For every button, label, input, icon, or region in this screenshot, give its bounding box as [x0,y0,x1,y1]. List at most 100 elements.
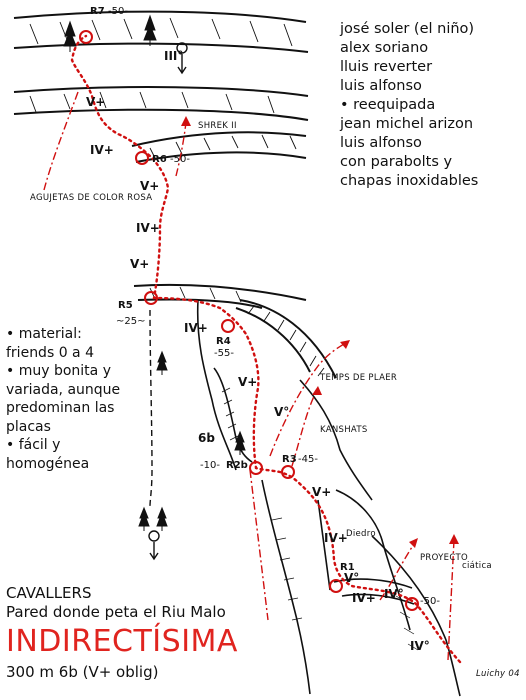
rock-base [371,535,461,697]
rock-lower-block [261,479,311,695]
rock-left-edge [196,299,237,471]
main-route [70,34,462,664]
r5-ledge-upper [133,283,307,301]
relay-r1-marker [329,579,343,593]
credit-line: josé soler (el niño) [340,21,475,37]
tree-r2 [234,430,246,455]
hatch-r5 [149,286,242,303]
grade-11: V° [344,571,359,585]
tree-r5 [156,350,168,375]
route-labels: SHREK II AGUJETAS DE COLOR ROSA TEMPS DE… [30,121,519,679]
rock-shading [221,387,419,651]
credit-line: alex soriano [340,40,429,56]
credit-line: lluis reverter [340,59,433,75]
route-notes: • material: friends 0 a 4 • muy bonita y… [6,325,156,473]
relay-r5-marker [144,291,158,305]
ledge-hatching [29,17,325,377]
relay-r4-marker [221,319,235,333]
roof-underside [235,307,311,373]
hatch-roof [247,305,325,377]
sector-name: CAVALLERS [6,584,92,602]
descent-ring-top [176,42,188,54]
route-title: INDIRECTÍSIMA [6,624,238,659]
tree-top-mid [143,14,157,46]
relay-markers [79,30,419,611]
relay-r2b-length: -10- [200,460,220,471]
wall-name: Pared donde peta el Riu Malo [6,603,226,621]
grade-2: IV+ [90,143,114,157]
grade-12: IV+ [352,591,376,605]
grade-8: V° [274,405,289,419]
top-ledge-lower [13,42,309,53]
route-lower-left [249,469,269,621]
grade-6: IV+ [184,321,208,335]
descent-arrow-top [177,54,187,75]
grade-15: III° [164,49,183,63]
rock-pillar [213,367,253,463]
shade-right [395,595,419,651]
big-roof [239,299,337,379]
relay-r4-name: R4 [216,336,231,347]
relay-r2b-name: R2b [226,460,248,471]
grade-16: 6b [198,431,215,445]
relay-r3-name: R3 [282,454,297,465]
tree-bottom-left [138,506,150,531]
label-temps: TEMPS DE PLAER [319,373,397,383]
hatch-top [29,17,293,47]
label-diedro: Diedro [346,529,376,539]
rock-r1-ledge [333,578,413,589]
descent-arrow-bottom [149,542,159,561]
relay-r1b-marker [405,597,419,611]
arrow-ciatica [449,534,459,544]
relay-r3-marker [281,465,295,479]
note-line: homogénea [6,455,90,472]
rock-r1-underside [341,593,415,605]
hatch-r6 [149,134,297,161]
credit-line: con parabolts y [340,154,453,170]
route-shrek-ii [175,121,187,177]
route-kanshats [291,391,317,467]
r6-ledge-lower [135,151,307,163]
rock-outlines [196,299,461,697]
note-line: friends 0 a 4 [6,344,94,361]
descent-ring-bottom [148,530,160,542]
relay-r6-name: R6 [152,154,167,165]
route-caption: CAVALLERS Pared donde peta el Riu Malo I… [6,584,326,682]
arrow-temps [340,340,350,349]
grade-1: V+ [86,95,105,109]
rock-lower-right [335,489,411,631]
relay-r4-length: -55- [214,348,234,359]
r6-ledge-upper [131,131,307,147]
credit-line: chapas inoxidables [340,173,479,189]
descent-path-left [149,309,153,507]
relay-r6-marker [135,151,149,165]
relay-r1-name: R1 [340,562,355,573]
shade-lower [271,517,303,621]
relay-r7-length: -50- [108,6,128,17]
grade-14: IV° [410,639,430,653]
route-agujetas [43,91,79,191]
credit-line: jean michel arizon [340,116,474,132]
grade-9: V+ [312,485,331,499]
arrow-shrek-ii [181,116,191,126]
note-line: placas [6,418,51,435]
relay-r7-name: R7 [90,6,105,17]
hatch-second [29,91,275,114]
grade-7: V+ [238,375,257,389]
trees [63,14,246,531]
grade-5: V+ [130,257,149,271]
note-line: predominan las [6,400,115,416]
relay-r1-length: -50- [420,596,440,607]
relay-labels: R7 -50- R6 -50- R5 ~25~ R4 -55- R3 -45- … [90,6,440,607]
grade-4: IV+ [136,221,160,235]
neighbor-arrowheads [181,116,459,548]
label-shrek-ii: SHREK II [198,121,237,131]
top-ledge-upper [13,10,307,23]
tree-top-left [63,20,77,52]
descent-markers [148,42,188,561]
relay-r2b-marker [249,461,263,475]
relay-r3-length: -45- [298,454,318,465]
note-line: • fácil y [6,437,61,453]
route-temps-de-plaer [269,343,345,457]
